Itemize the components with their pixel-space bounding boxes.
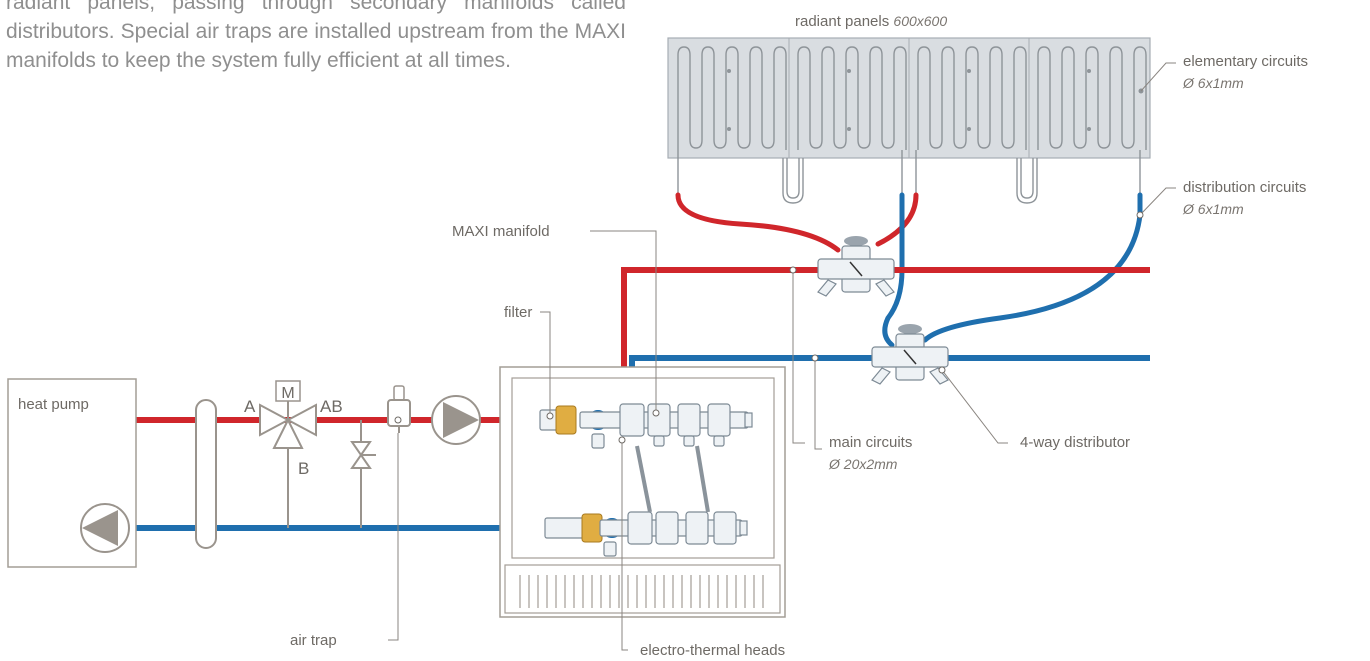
hydraulic-separator (195, 399, 217, 549)
maxi-manifold-supply (539, 403, 753, 449)
maxi-manifold-label: MAXI manifold (452, 223, 550, 240)
radiant-panels-label: radiant panels 600x600 (795, 13, 947, 30)
port-b-label: B (298, 459, 309, 478)
maxi-manifold-return (544, 511, 748, 557)
heat-pump (7, 378, 137, 568)
radiant-panels (667, 37, 1151, 204)
main-circuits-dim: Ø 20x2mm (828, 456, 898, 472)
air-trap-label: air trap (290, 632, 337, 649)
intro-paragraph: radiant panels, passing through secondar… (6, 0, 626, 72)
distribution-circuits-dim: Ø 6x1mm (1182, 201, 1244, 217)
elementary-circuits-label: elementary circuits (1183, 53, 1308, 70)
port-a-label: A (244, 397, 256, 416)
air-trap (387, 385, 411, 433)
circulation-pump (431, 395, 481, 445)
heat-pump-label: heat pump (18, 396, 89, 413)
four-way-distributor-label: 4-way distributor (1020, 434, 1130, 451)
bypass-valve (350, 420, 376, 528)
upper-4-way-distributor (817, 236, 895, 297)
elementary-circuits-dim: Ø 6x1mm (1182, 75, 1244, 91)
port-ab-label: AB (320, 397, 343, 416)
distribution-circuits-label: distribution circuits (1183, 179, 1306, 196)
electro-thermal-heads-label: electro-thermal heads (640, 642, 785, 659)
main-circuits-label: main circuits (829, 434, 912, 451)
lower-4-way-distributor (871, 324, 949, 385)
filter-label: filter (504, 304, 532, 321)
three-way-valve (259, 380, 317, 528)
valve-m-label: M (281, 385, 294, 402)
